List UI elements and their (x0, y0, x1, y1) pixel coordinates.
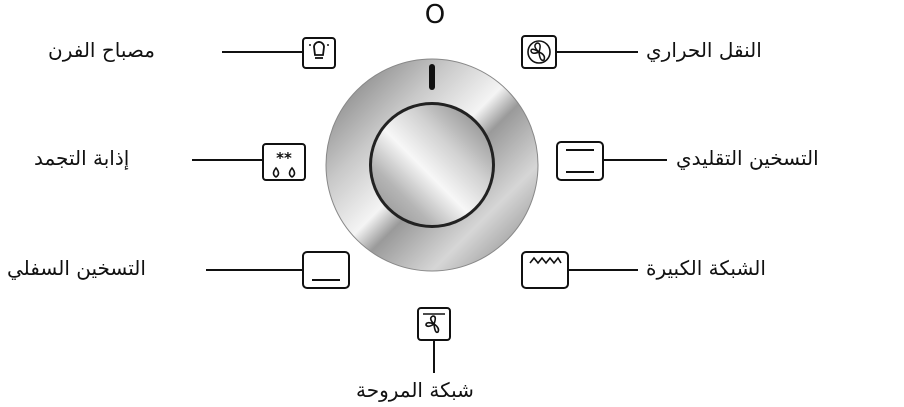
svg-text:**: ** (276, 149, 292, 167)
label-oven-lamp: مصباح الفرن (48, 38, 155, 62)
large-grill-icon (521, 251, 569, 289)
label-defrost: إذابة التجمد (34, 146, 130, 170)
conventional-heat-icon (556, 141, 604, 181)
label-fan-grill: شبكة المروحة (356, 378, 474, 402)
defrost-icon: ** (262, 143, 306, 181)
label-large-grill: الشبكة الكبيرة (646, 256, 766, 280)
label-fan-heating: النقل الحراري (646, 38, 762, 62)
off-position-mark: O (424, 0, 446, 30)
control-knob (325, 58, 539, 272)
label-conventional-heat: التسخين التقليدي (676, 146, 819, 170)
connector-lines (192, 51, 667, 373)
label-bottom-heat: التسخين السفلي (7, 256, 146, 280)
knob-indicator-mark (429, 64, 435, 90)
bottom-heat-icon (302, 251, 350, 289)
lamp-icon (302, 37, 336, 69)
fan-grill-icon (417, 307, 451, 341)
fan-heating-icon (521, 35, 557, 69)
